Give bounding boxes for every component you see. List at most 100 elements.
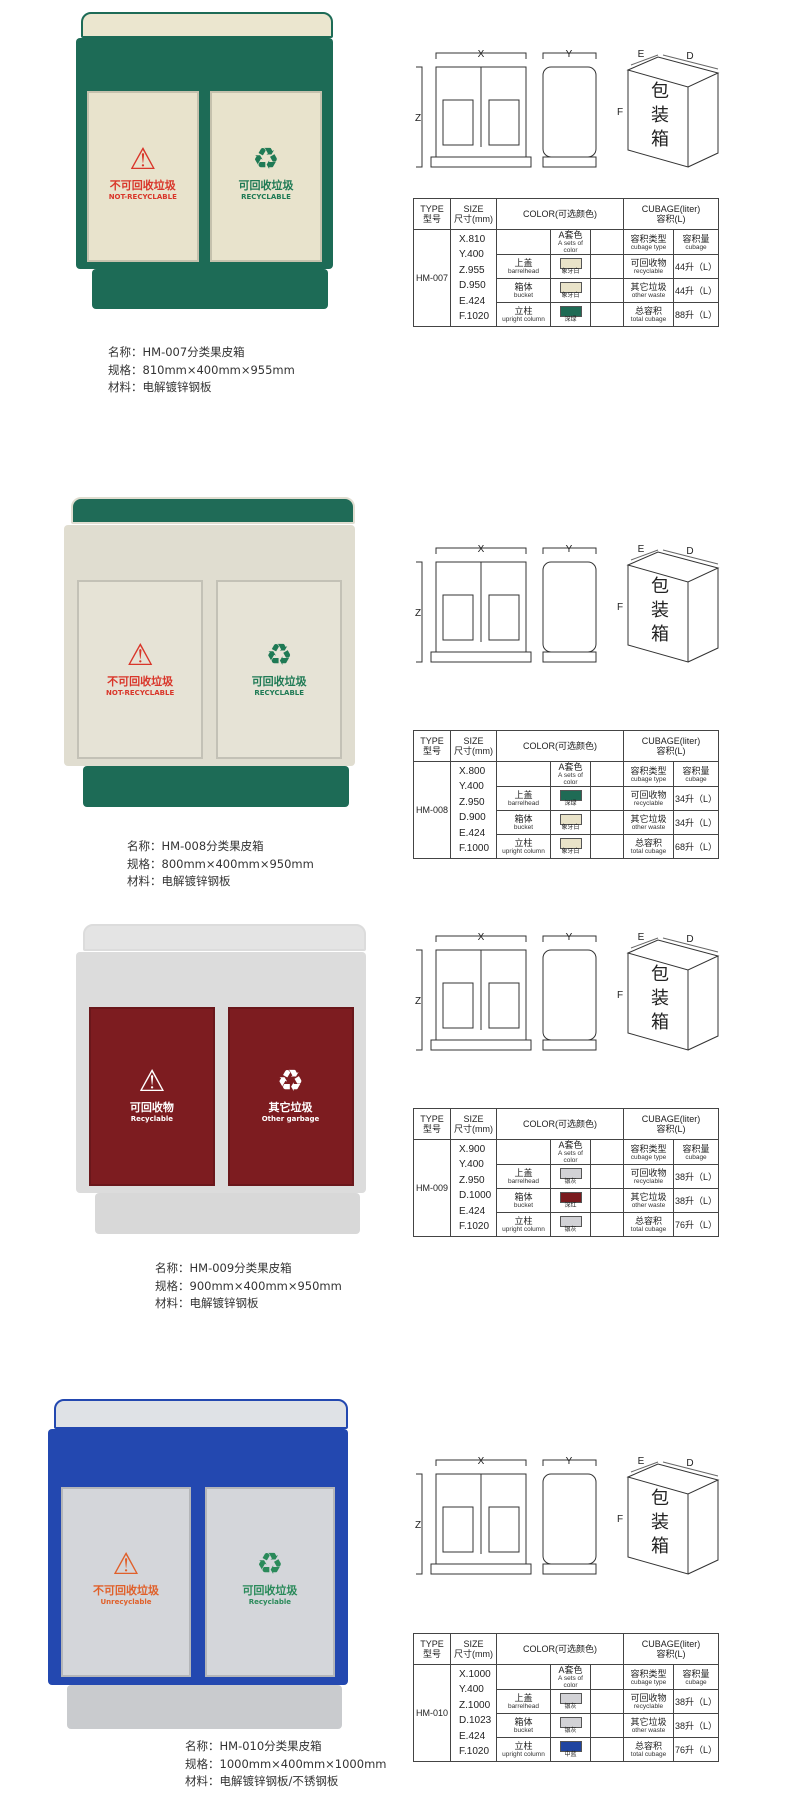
header-size-cn: 尺寸(mm) <box>454 1124 493 1134</box>
front-right-door <box>488 1506 520 1553</box>
part-upright-column-en: upright column <box>502 316 545 323</box>
color-swatch-cell: 深红 <box>550 1188 591 1213</box>
right-label-cn: 其它垃圾 <box>268 1101 313 1115</box>
header-size-main: SIZE <box>463 1114 484 1124</box>
size-value: F.1000 <box>459 843 490 854</box>
header-type-main: TYPE <box>420 204 444 214</box>
color-swatch-cell: 银灰 <box>550 1713 591 1738</box>
part-barrelhead-en: barrelhead <box>507 268 540 275</box>
part-barrelhead-main: 上盖 <box>514 1693 533 1703</box>
part-barrelhead-main: 上盖 <box>514 1168 533 1178</box>
caption-material: 材料：电解镀锌钢板 <box>155 1296 259 1310</box>
header-cubage: CUBAGE(liter)容积(L) <box>622 1633 720 1665</box>
y-dimension-line <box>542 52 597 59</box>
side-base <box>542 1039 597 1051</box>
label-f: F <box>617 1514 623 1525</box>
size-value: E.424 <box>459 1205 486 1217</box>
cubage-value-main: 68升（L） <box>674 841 718 852</box>
header-cubage-main: CUBAGE(liter) <box>641 1114 701 1124</box>
front-right-door <box>488 594 520 641</box>
part-upright-column-en: upright column <box>502 1226 545 1233</box>
size-value: D.1023 <box>459 1715 492 1726</box>
label-z: Z <box>415 608 421 619</box>
cubage-type-header-main: 容积类型 <box>630 1668 667 1679</box>
part-upright-column-main: 立柱 <box>514 306 533 316</box>
bin-roof <box>81 11 334 38</box>
cubage-type-en: total cubage <box>630 1226 667 1233</box>
left-label-en: NOT-RECYCLABLE <box>108 193 177 202</box>
cubage-value-main: 34升（L） <box>674 817 718 828</box>
color-swatch <box>559 790 582 801</box>
z-dimension-line <box>416 66 423 168</box>
left-label-cn: 可回收物 <box>129 1101 174 1115</box>
right-label-en: RECYCLABLE <box>241 193 291 202</box>
header-color: COLOR(可选颜色) <box>496 730 624 762</box>
color-empty <box>590 1713 624 1738</box>
cubage-amount-header-en: cubage <box>685 1678 707 1686</box>
left-label-en: Unrecyclable <box>100 1598 152 1607</box>
header-cubage-cn: 容积(L) <box>656 1124 686 1134</box>
color-swatch-cell: 象牙白 <box>550 834 591 859</box>
label-d: D <box>686 51 693 62</box>
cubage-amount-header-main: 容积量 <box>682 765 710 776</box>
color-swatch-cell: 中蓝 <box>550 1737 591 1762</box>
cubage-value: 76升（L） <box>672 1212 720 1237</box>
header-cubage: CUBAGE(liter)容积(L) <box>622 198 720 230</box>
cubage-type-main: 可回收物 <box>630 1693 667 1703</box>
cubage-type-header-en: cubage type <box>630 775 667 783</box>
package-box <box>626 939 720 1051</box>
cubage-value: 34升（L） <box>672 786 720 811</box>
left-label-en: Recyclable <box>130 1115 174 1124</box>
header-size-main: SIZE <box>463 736 484 746</box>
caption-material: 材料：电解镀锌钢板 <box>108 380 212 394</box>
caption-name: 名称：HM-008分类果皮箱 <box>127 839 264 853</box>
header-type-main: TYPE <box>420 736 444 746</box>
color-name: 象牙白 <box>561 849 580 855</box>
color-name: 象牙白 <box>561 825 580 831</box>
recycle-symbol-icon: ♻ <box>265 637 293 673</box>
color-swatch <box>559 838 582 849</box>
x-dimension-line <box>435 52 527 59</box>
cubage-value-main: 38升（L） <box>674 1696 718 1707</box>
bin-base <box>92 269 328 309</box>
not-recyclable-symbol-icon: ⚠ <box>126 637 154 673</box>
color-empty <box>590 834 624 859</box>
cubage-value-main: 38升（L） <box>674 1171 718 1182</box>
color-swatch <box>559 258 582 269</box>
package-box-label: 装 <box>651 105 669 125</box>
cubage-amount-header-en: cubage <box>685 1153 707 1161</box>
left-label-cn: 不可回收垃圾 <box>93 1584 159 1598</box>
package-box-label: 包 <box>651 81 669 101</box>
color-name: 象牙白 <box>561 293 580 299</box>
color-set-header-main: A套色 <box>558 1140 583 1150</box>
cubage-value-main: 44升（L） <box>674 285 718 296</box>
color-set-header-en: A sets of color <box>558 240 583 254</box>
product-type-main: HM-008 <box>415 805 448 815</box>
header-color: COLOR(可选颜色) <box>496 198 624 230</box>
label-z: Z <box>415 996 421 1007</box>
